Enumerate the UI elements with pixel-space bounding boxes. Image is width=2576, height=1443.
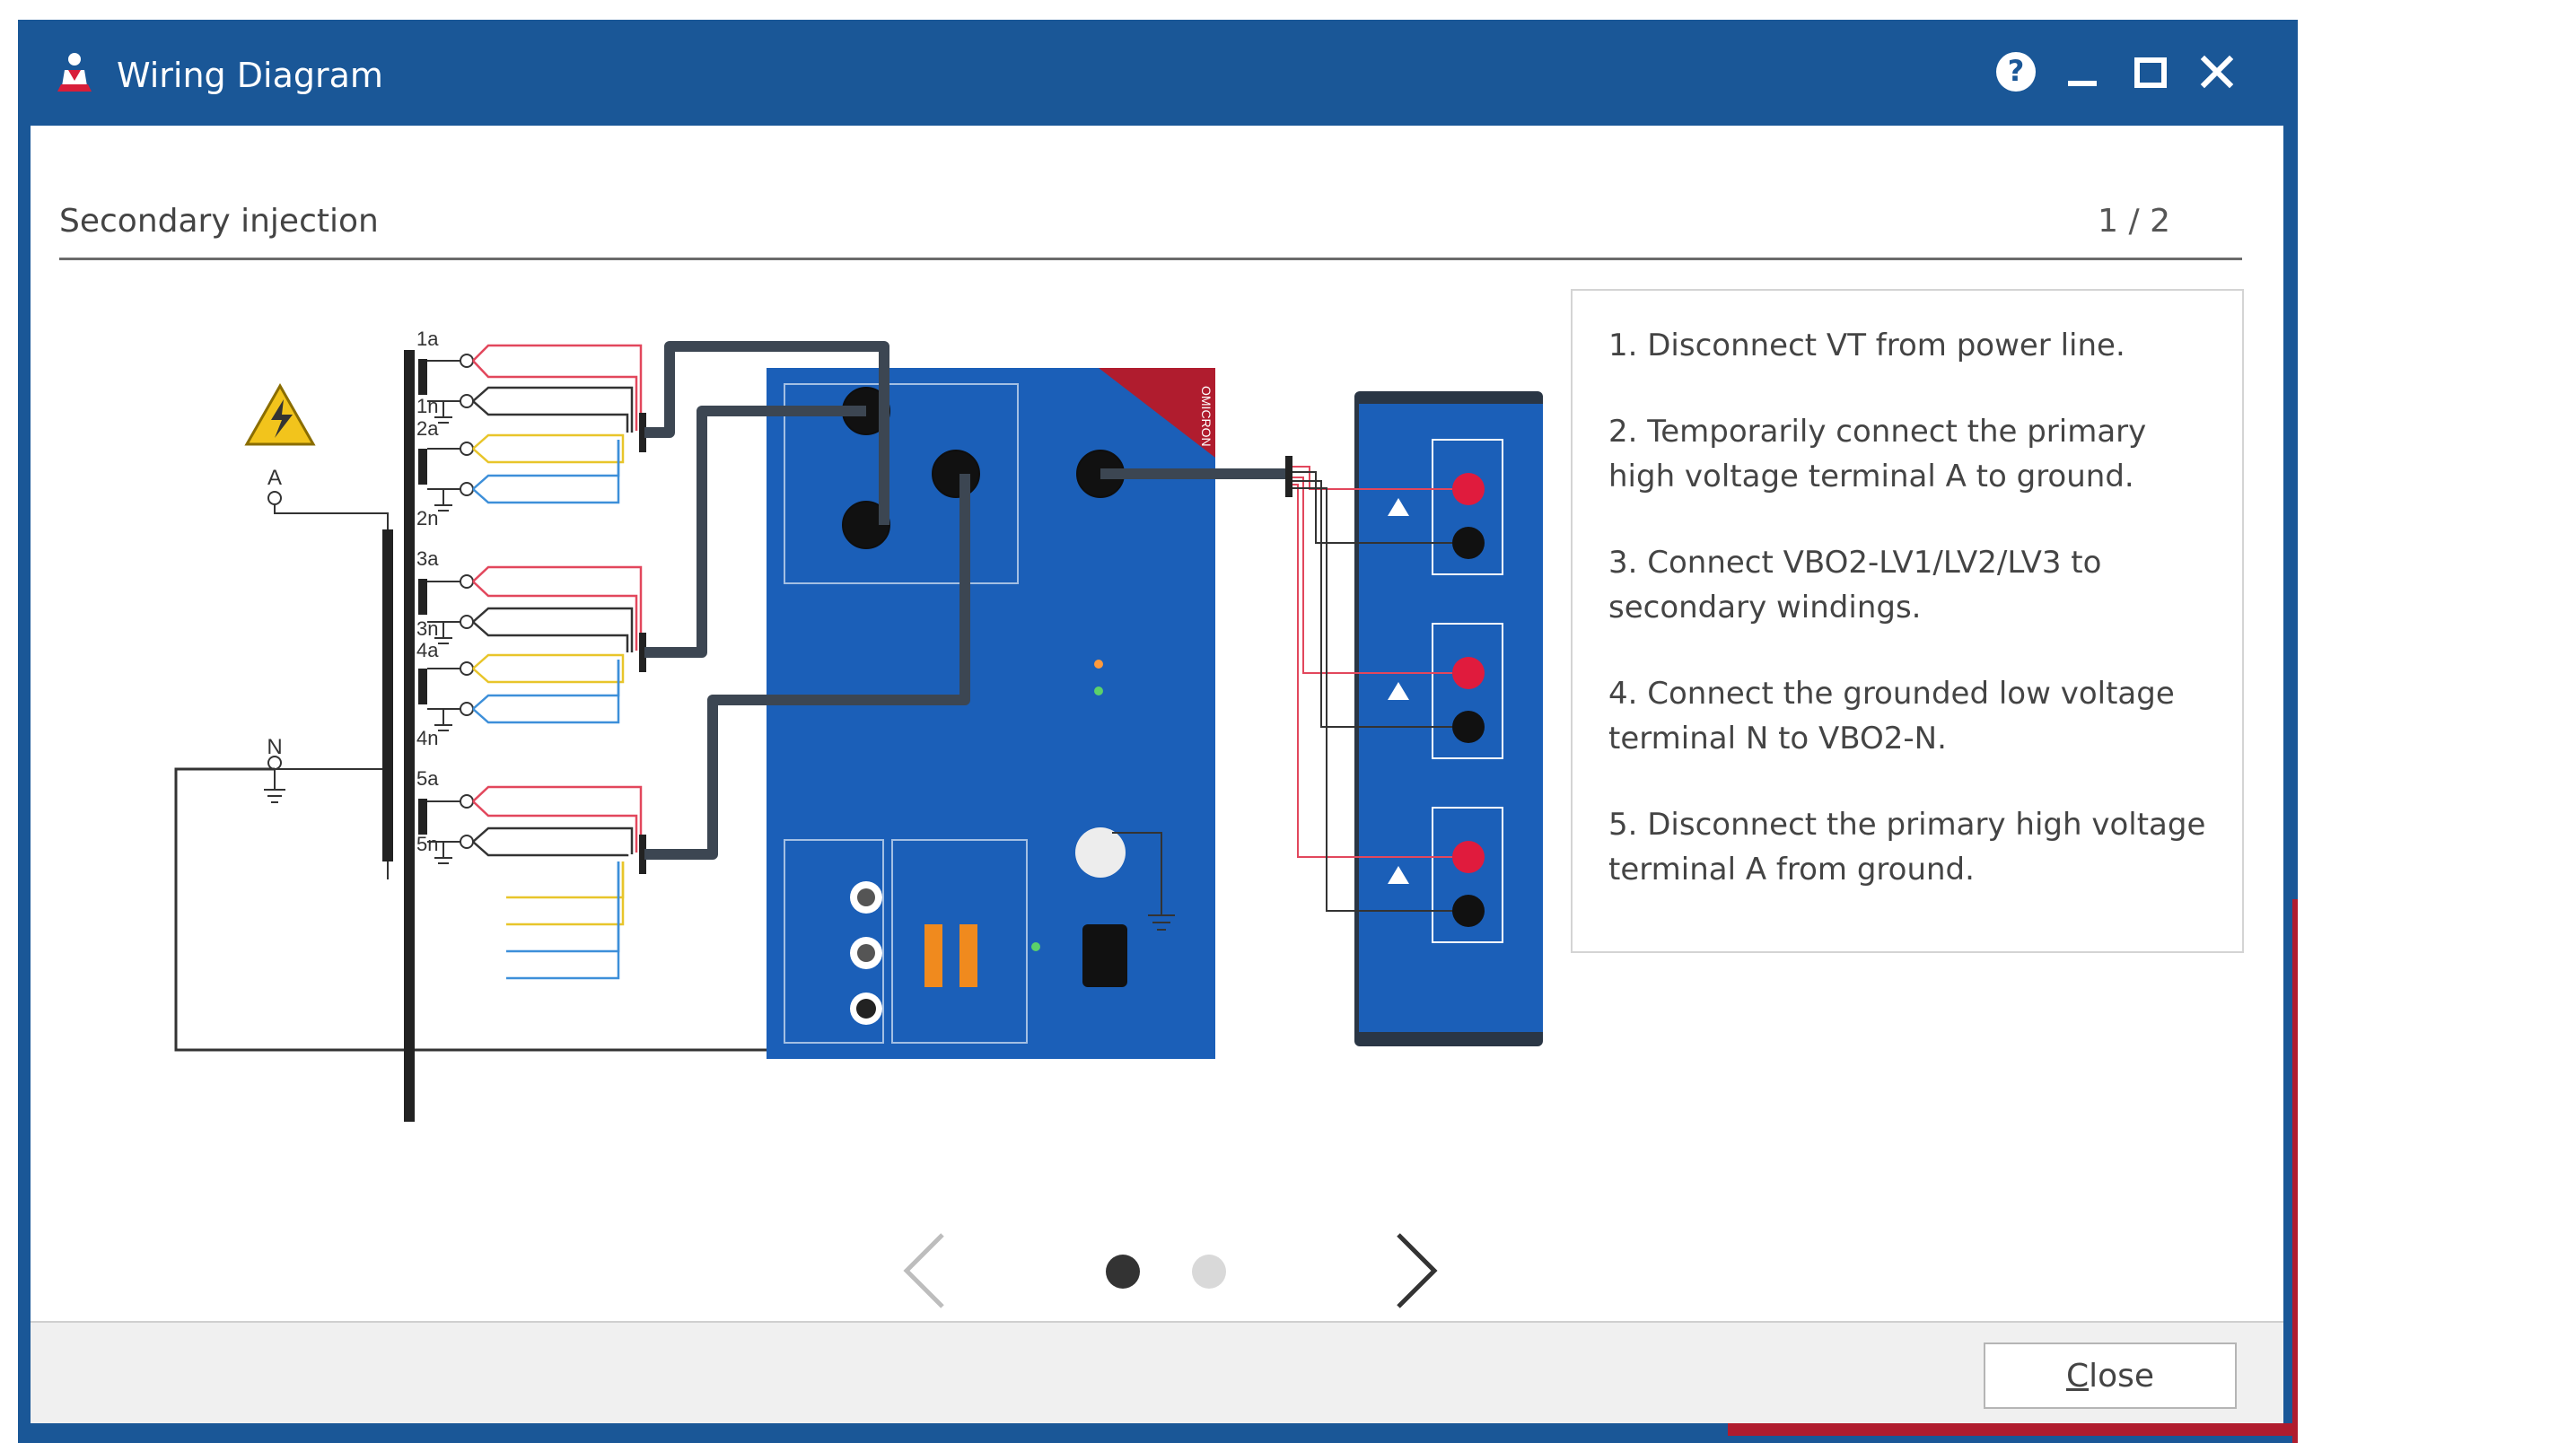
previous-page-button[interactable] <box>892 1228 955 1314</box>
vbo2-device <box>1354 391 1543 1046</box>
terminal-label: 2a <box>416 417 439 440</box>
terminal-label: 4n <box>416 727 438 749</box>
secondary-windings: 1a 1n 2a 2n 3a 3n 4a 4n 5a 5n <box>416 328 646 980</box>
minimize-button[interactable] <box>2057 47 2107 97</box>
terminal-label: 1a <box>416 328 439 350</box>
window-accent-bottom <box>1728 1423 2298 1436</box>
title-bar: Wiring Diagram ? <box>18 20 2298 126</box>
close-label: lose <box>2089 1357 2155 1395</box>
terminal-label: 3n <box>416 617 438 640</box>
window-accent-right <box>2292 899 2298 1443</box>
test-device: OMICRON <box>767 368 1215 1059</box>
maximize-icon <box>2134 57 2167 88</box>
window-close-button[interactable] <box>2192 47 2242 97</box>
section-title: Secondary injection <box>59 203 379 240</box>
terminal-label: 4a <box>416 639 439 661</box>
instruction-step-5: 5. Disconnect the primary high voltage t… <box>1608 807 2206 888</box>
device-brand-label: OMICRON <box>1199 386 1214 447</box>
app-logo-icon <box>57 53 92 92</box>
terminal-label: 2n <box>416 507 438 529</box>
instruction-step-3: 3. Connect VBO2-LV1/LV2/LV3 to secondary… <box>1608 545 2102 625</box>
help-icon: ? <box>1996 52 2036 92</box>
close-icon <box>2200 55 2234 89</box>
high-voltage-warning-icon <box>244 382 316 446</box>
instruction-step-4: 4. Connect the grounded low voltage term… <box>1608 676 2175 756</box>
window-title: Wiring Diagram <box>117 56 383 95</box>
instructions-panel: 1. Disconnect VT from power line. 2. Tem… <box>1571 289 2244 953</box>
terminal-n-label: N <box>267 735 282 759</box>
next-page-button[interactable] <box>1386 1228 1449 1314</box>
terminal-label: 5n <box>416 833 438 855</box>
section-header: Secondary injection 1 / 2 <box>59 197 2242 260</box>
instruction-step-1: 1. Disconnect VT from power line. <box>1608 328 2125 363</box>
page-dot-2[interactable] <box>1192 1255 1226 1289</box>
terminal-a-label: A <box>267 466 282 490</box>
page-dot-1[interactable] <box>1106 1255 1140 1289</box>
chevron-left-icon <box>903 1233 944 1308</box>
content-area: Secondary injection 1 / 2 A N <box>31 126 2283 1321</box>
close-label-mnemonic: C <box>2065 1357 2090 1395</box>
minimize-icon <box>2068 81 2097 86</box>
maximize-button[interactable] <box>2125 47 2176 97</box>
help-button[interactable]: ? <box>1991 47 2041 97</box>
svg-text:?: ? <box>2008 54 2025 88</box>
wiring-diagram-window: Wiring Diagram ? Secondary injection <box>18 20 2298 1443</box>
instruction-step-2: 2. Temporarily connect the primary high … <box>1608 414 2147 494</box>
page-indicator: 1 / 2 <box>2098 203 2170 240</box>
terminal-label: 3a <box>416 547 439 570</box>
wiring-diagram: A N 1a 1n 2a 2n 3a 3n 4a 4n <box>174 328 1543 1122</box>
test-cables <box>644 341 1287 860</box>
terminal-label: 5a <box>416 767 439 790</box>
chevron-right-icon <box>1397 1233 1438 1308</box>
terminal-label: 1n <box>416 395 438 417</box>
